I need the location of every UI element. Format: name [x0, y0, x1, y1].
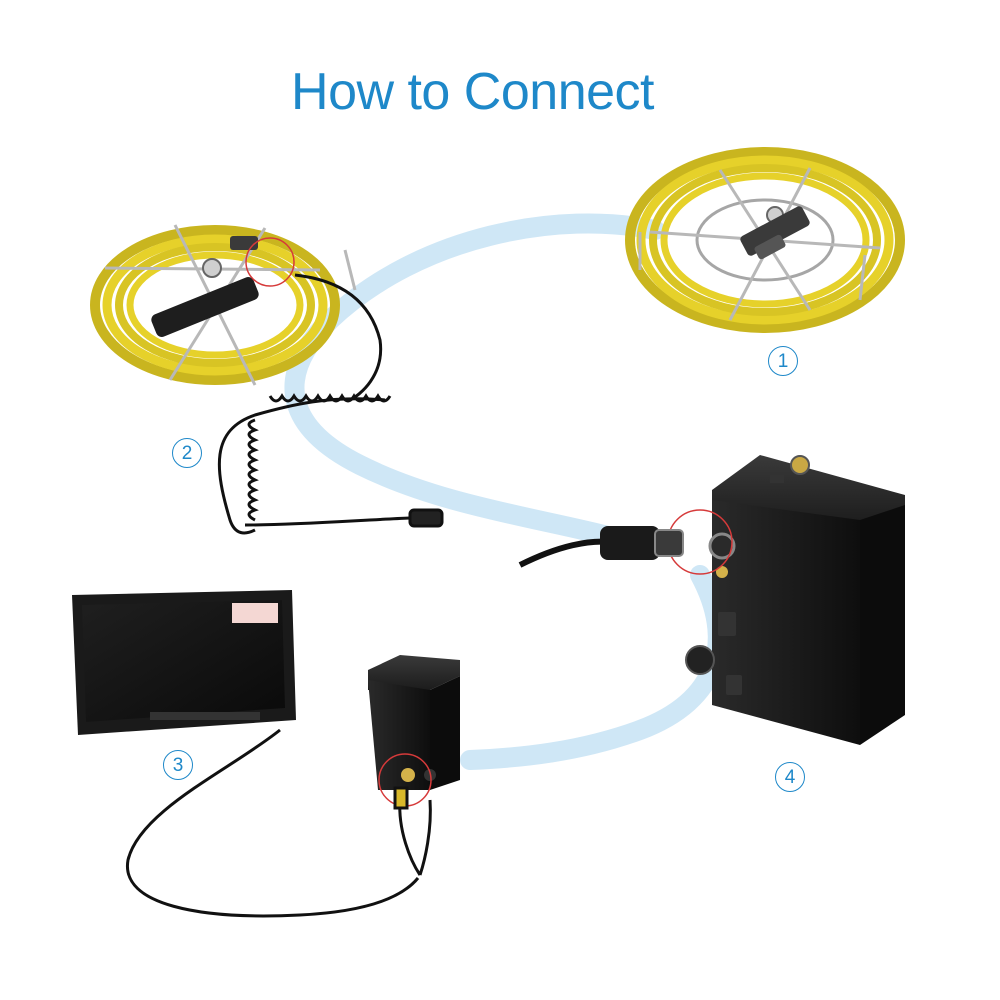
step-3-marker: 3	[163, 750, 193, 780]
step-2-marker: 2	[172, 438, 202, 468]
coiled-cable	[217, 273, 444, 535]
monitor-cable	[126, 728, 432, 918]
highlight-circle-reel-2	[245, 237, 295, 287]
control-box-4	[667, 455, 905, 745]
step-4-marker: 4	[775, 762, 805, 792]
adapter-box	[368, 655, 460, 807]
input-cable	[518, 526, 684, 568]
flow-band	[284, 213, 728, 770]
step-1-marker: 1	[768, 346, 798, 376]
monitor-3	[72, 590, 296, 735]
reel-2-hub	[151, 236, 259, 337]
cable-reel-2	[90, 224, 357, 386]
cable-reel-1	[625, 147, 905, 333]
reel-1-hub	[740, 206, 810, 260]
page-title: How to Connect	[291, 63, 654, 121]
